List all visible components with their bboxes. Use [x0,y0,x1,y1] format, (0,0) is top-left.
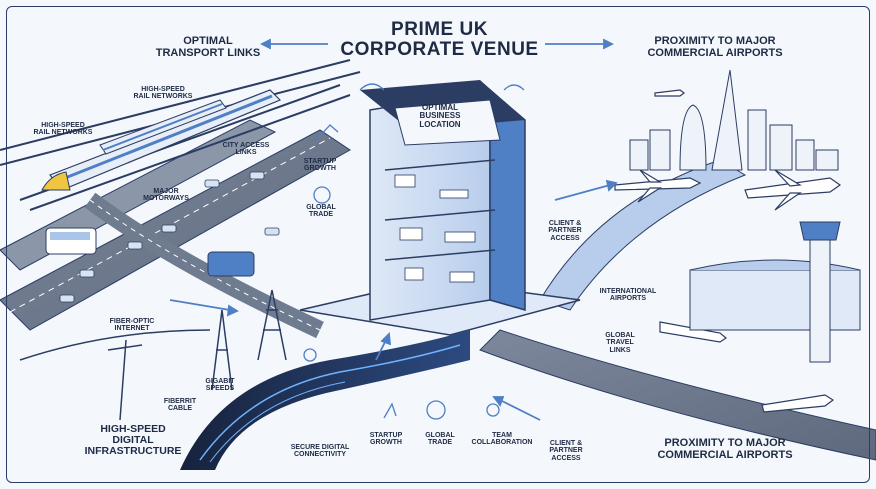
label-global-trade-top: GLOBAL TRADE [306,204,336,219]
city-skyline [629,69,839,171]
train [41,89,282,191]
label-team-collaboration: TEAM COLLABORATION [471,432,533,447]
outer-frame [6,6,870,483]
decor-icons [303,83,525,420]
label-client-top: CLIENT & PARTNER ACCESS [548,220,582,242]
label-city-access: CITY ACCESS LINKS [222,142,270,157]
airport-terminal [689,221,861,363]
label-startup-bottom: STARTUP GROWTH [369,432,403,447]
label-rail-2: HIGH-SPEED RAIL NETWORKS [33,122,93,137]
telecom-towers [19,289,287,421]
label-gigabit: GIGABIT SPEEDS [205,378,235,393]
label-startup-top: STARTUP GROWTH [303,158,337,173]
label-digital-infrastructure: HIGH-SPEED DIGITAL INFRASTRUCTURE [84,423,182,458]
label-client-bottom: CLIENT & PARTNER ACCESS [549,440,583,462]
label-fiber-internet: FIBER-OPTIC INTERNET [109,318,155,333]
label-optimal-transport: OPTIMAL TRANSPORT LINKS [155,35,261,59]
label-global-trade-bottom: GLOBAL TRADE [425,432,455,447]
airplanes [614,89,842,413]
page-title: PRIME UK CORPORATE VENUE [340,19,539,60]
label-global-travel: GLOBAL TRAVEL LINKS [605,332,635,354]
label-proximity-airports-top: PROXIMITY TO MAJOR COMMERCIAL AIRPORTS [647,35,783,59]
label-rail-1: HIGH-SPEED RAIL NETWORKS [133,86,193,101]
label-international-airports: INTERNATIONAL AIRPORTS [599,288,657,303]
fiber-cable [180,330,470,470]
train-2 [99,99,227,155]
label-secure-digital: SECURE DIGITAL CONNECTIVITY [290,444,350,459]
building-label: OPTIMAL BUSINESS LOCATION [419,103,461,129]
flow-arrows [169,38,618,421]
label-proximity-airports-bottom: PROXIMITY TO MAJOR COMMERCIAL AIRPORTS [657,437,793,461]
cars [59,171,280,303]
bus [45,227,255,277]
label-fiber-cable: FIBERRIT CABLE [163,398,197,413]
office-building [299,80,581,336]
label-motorways: MAJOR MOTORWAYS [143,188,189,203]
